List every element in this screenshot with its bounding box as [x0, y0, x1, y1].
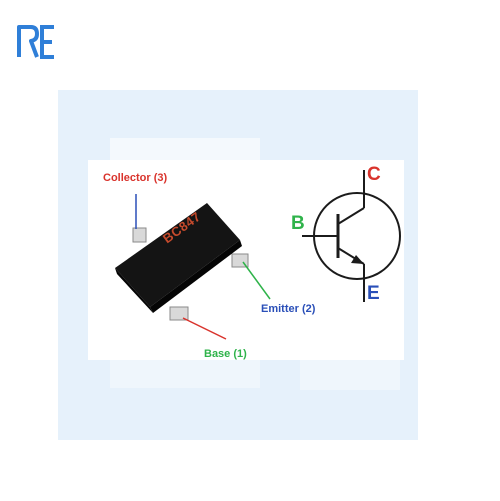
emitter-callout-line [242, 261, 271, 300]
base-callout-line [182, 317, 227, 340]
package-body [115, 203, 240, 307]
emitter-arrow [351, 255, 364, 264]
symbol-emitter-letter: E [367, 283, 380, 304]
logo: RE [17, 23, 57, 59]
sot23-package [115, 203, 249, 321]
collector-label: Collector (3) [103, 172, 168, 184]
collector-lead [132, 227, 147, 243]
logo-mark [17, 25, 54, 59]
collector-diagonal [337, 207, 365, 225]
symbol-collector-letter: C [367, 164, 381, 185]
base-lead [169, 306, 189, 321]
symbol-base-letter: B [291, 213, 305, 234]
npn-transistor-symbol [302, 170, 401, 302]
emitter-label: Emitter (2) [261, 303, 316, 315]
base-label: Base (1) [204, 348, 247, 360]
